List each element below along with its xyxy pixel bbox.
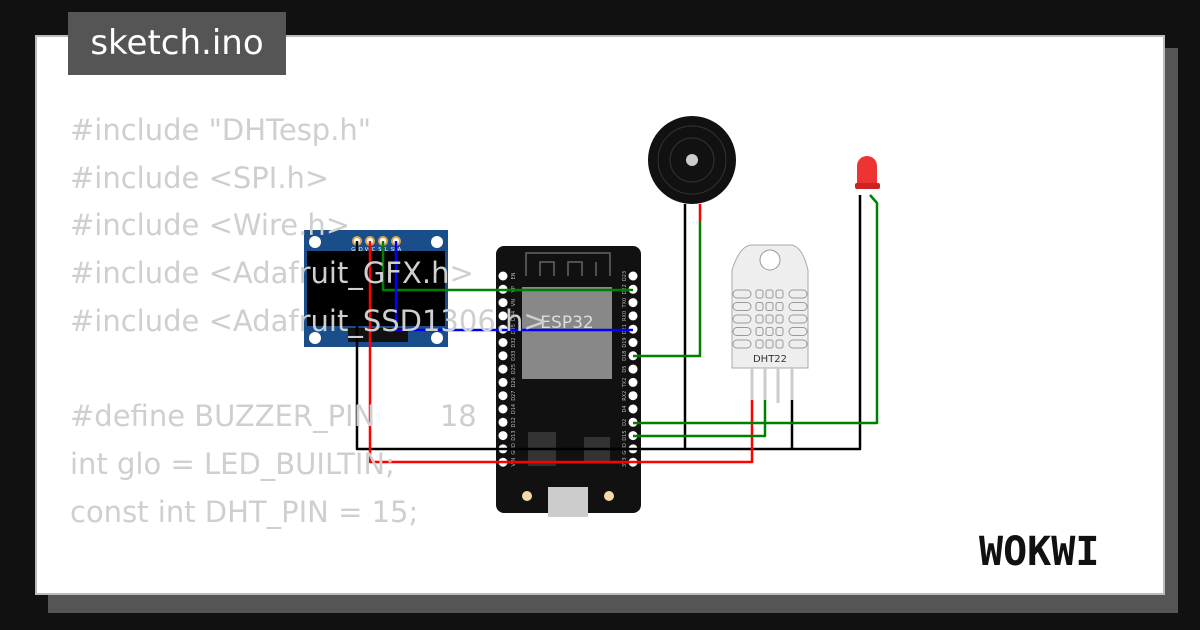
esp32-pin[interactable] <box>628 404 638 414</box>
esp32-pin-label: TX2 <box>622 378 628 389</box>
file-title: sketch.ino <box>68 12 286 75</box>
esp32-pin-label: EN <box>511 272 517 279</box>
esp32-pin[interactable] <box>628 311 638 321</box>
esp32-pin-label: D32 <box>511 337 517 347</box>
esp32-pin[interactable] <box>498 391 508 401</box>
red-led[interactable] <box>855 156 880 189</box>
wire-gnd[interactable] <box>355 195 862 451</box>
svg-text:WOKWI: WOKWI <box>979 529 1099 575</box>
esp32-pin-label: D13 <box>511 430 517 440</box>
esp32-pin[interactable] <box>498 417 508 427</box>
wire-vcc[interactable] <box>368 241 754 464</box>
esp32-board[interactable]: ESP32 ENVPVND34D35D32D33D25D26D27D14D12D… <box>496 246 641 517</box>
buzzer[interactable] <box>648 116 736 204</box>
esp32-pin-label: D23 <box>622 271 628 281</box>
esp32-pin[interactable] <box>628 298 638 308</box>
esp32-pin-label: D5 <box>622 366 628 373</box>
wire-led-d2[interactable] <box>633 194 879 425</box>
esp32-pin-label: D26 <box>511 377 517 387</box>
esp32-pin[interactable] <box>628 338 638 347</box>
esp32-pin-label: D34 <box>511 311 517 321</box>
esp32-pin[interactable] <box>628 391 638 401</box>
esp32-pin-label: D25 <box>511 364 517 374</box>
esp32-pin[interactable] <box>498 338 508 347</box>
esp32-pin[interactable] <box>498 377 508 387</box>
esp32-pin[interactable] <box>498 364 508 374</box>
esp32-pin[interactable] <box>498 404 508 414</box>
esp32-pin-label: RX0 <box>622 311 628 321</box>
esp32-pin-label: D2 <box>622 419 628 426</box>
esp32-pin-label: D19 <box>622 337 628 347</box>
esp32-pin[interactable] <box>498 298 508 308</box>
dht22-label: DHT22 <box>753 354 787 365</box>
esp32-pin[interactable] <box>498 271 508 281</box>
wire-oled-scl[interactable] <box>381 241 633 292</box>
esp32-pin-label: RX2 <box>622 391 628 401</box>
dht22-sensor[interactable]: DHT22 <box>731 244 809 403</box>
esp32-pin-label: D18 <box>622 351 628 361</box>
esp32-pin-label: VN <box>511 299 517 306</box>
wokwi-logo: WOKWI <box>979 529 1099 575</box>
esp32-pin-label: D33 <box>511 351 517 361</box>
wire-oled-sda[interactable] <box>394 241 633 332</box>
wire-buzzer-d18[interactable] <box>633 222 702 358</box>
esp32-pin-label: D12 <box>511 417 517 427</box>
esp32-pin-label: D15 <box>622 430 628 440</box>
esp32-pin[interactable] <box>628 377 638 387</box>
esp32-pin[interactable] <box>498 431 508 441</box>
esp32-pin[interactable] <box>628 364 638 374</box>
esp32-pin-label: D27 <box>511 391 517 401</box>
esp32-pin-label: TX0 <box>622 298 628 309</box>
esp32-pin[interactable] <box>628 271 638 281</box>
esp32-pin[interactable] <box>498 311 508 321</box>
wire-dht-d15[interactable] <box>633 400 767 438</box>
esp32-pin-label: D4 <box>622 405 628 412</box>
esp32-pin-label: D14 <box>511 404 517 414</box>
esp32-pin[interactable] <box>498 351 508 361</box>
esp32-label: ESP32 <box>540 313 593 333</box>
